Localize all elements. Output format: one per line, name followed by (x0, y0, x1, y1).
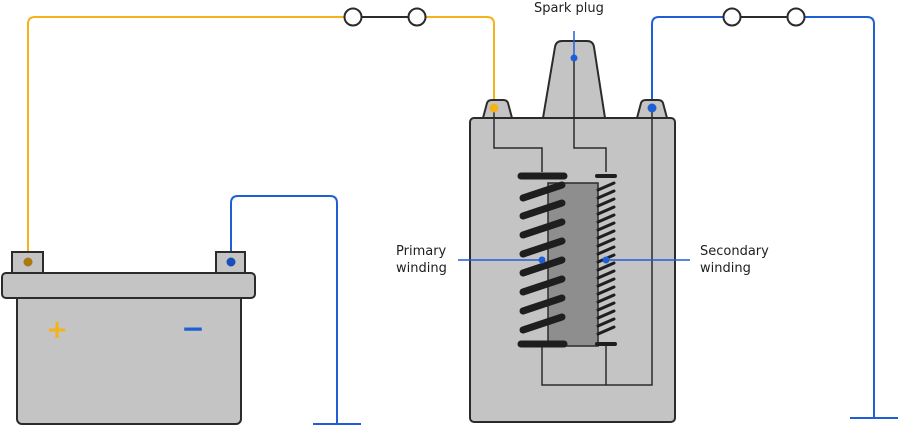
battery-negative-symbol: − (181, 312, 204, 345)
secondary-ground-wire (651, 16, 898, 419)
primary-winding-label-line2: winding (396, 261, 447, 276)
primary-winding-label-line1: Primary (396, 244, 447, 259)
battery-case (16, 289, 242, 425)
battery-ground-wire (230, 195, 361, 425)
primary-winding-label: Primary winding (396, 243, 447, 277)
secondary-winding-label-line1: Secondary (700, 244, 769, 259)
ignition-coil (469, 40, 676, 423)
secondary-winding-label-line2: winding (700, 261, 751, 276)
primary-switch (343, 7, 427, 27)
secondary-winding-label: Secondary winding (700, 243, 769, 277)
positive-wire (27, 16, 495, 262)
battery-positive-symbol: + (46, 315, 68, 345)
callout-lines (458, 31, 690, 264)
spark-plug-label: Spark plug (534, 1, 604, 16)
battery: + − (1, 251, 256, 425)
secondary-switch (722, 7, 806, 27)
primary-winding (517, 172, 568, 348)
battery-lid (1, 272, 256, 299)
